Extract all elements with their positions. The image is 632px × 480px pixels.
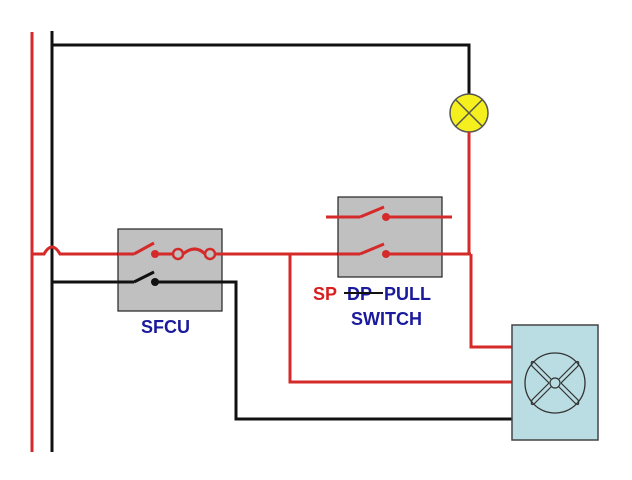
pull-switch-label-pull: PULL [384, 284, 431, 304]
pull-switch-label-switch: SWITCH [351, 309, 422, 329]
neutral-wire-lamp [52, 43, 471, 95]
sfcu-label: SFCU [141, 317, 190, 337]
neutral-wire-fan [222, 280, 512, 421]
live-feed-wire [32, 245, 120, 256]
lamp-icon [449, 93, 489, 133]
pull-switch-box [326, 196, 471, 278]
live-wire-fan-switched [469, 254, 512, 349]
live-wire-fan-permanent [288, 254, 512, 384]
pull-switch-label-sp: SP [313, 284, 337, 304]
fan-unit [511, 324, 599, 441]
sfcu-box [117, 228, 223, 312]
fan-icon [524, 352, 586, 414]
